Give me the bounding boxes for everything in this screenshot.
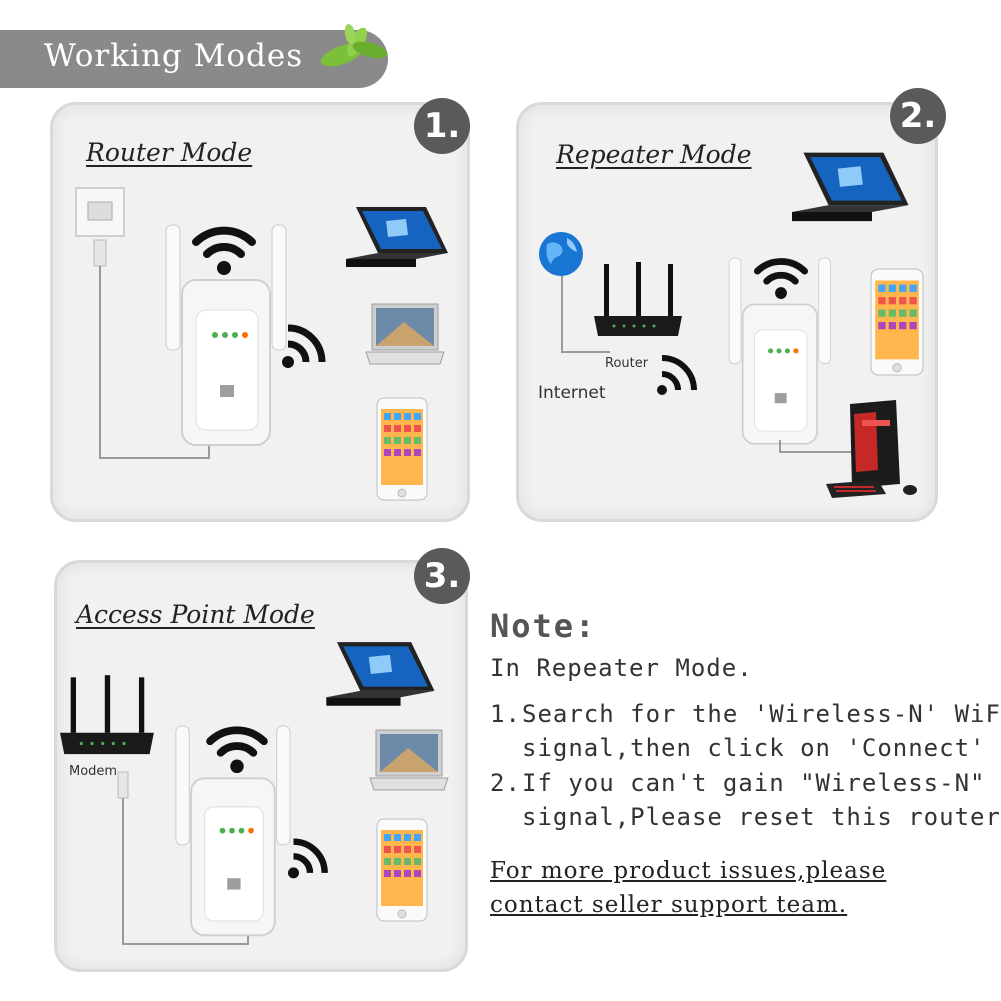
convertible-laptop-icon <box>326 642 435 706</box>
ethernet-cable <box>779 440 856 453</box>
wifi-signal-router-icon <box>657 355 697 395</box>
leaf-icon <box>321 24 388 67</box>
support-text-line1: For more product issues,please <box>490 858 887 884</box>
modem-label: Modem <box>69 764 118 779</box>
note-item-2-line2: signal,Please reset this router <box>522 803 1001 830</box>
range-extender-device <box>175 725 291 937</box>
mode-number-badge-1: 1. <box>414 98 470 154</box>
note-item-2-marker: 2. <box>490 769 521 797</box>
repeater-mode-title: Repeater Mode <box>556 140 752 169</box>
convertible-laptop-icon <box>346 207 448 267</box>
header-title: Working Modes <box>44 38 304 74</box>
laptop-icon <box>369 729 449 791</box>
internet-connection-line <box>561 276 610 353</box>
router-device <box>594 262 682 336</box>
wifi-signal-icon <box>754 258 808 299</box>
smartphone-icon <box>376 397 428 501</box>
note-list: 1. Search for the 'Wireless-N' WiFi sign… <box>485 690 1001 830</box>
access-point-mode-title: Access Point Mode <box>76 600 315 629</box>
support-text-line2: contact seller support team. <box>490 892 848 918</box>
convertible-laptop-icon <box>792 152 909 222</box>
smartphone-icon <box>376 818 428 922</box>
wifi-signal-side-icon <box>282 324 326 368</box>
globe-icon <box>539 232 583 276</box>
modem-device <box>60 675 154 755</box>
range-extender-device <box>165 224 287 446</box>
router-mode-title: Router Mode <box>86 138 253 167</box>
wifi-signal-icon <box>206 726 268 774</box>
note-title: Note: <box>490 607 597 645</box>
note-item-2-line1: If you can't gain "Wireless-N" <box>522 769 986 797</box>
mode-number-badge-3: 3. <box>414 548 470 604</box>
smartphone-icon <box>870 268 924 376</box>
desktop-pc-icon <box>826 400 917 498</box>
note-item-1-marker: 1. <box>490 700 521 728</box>
note-item-1-line2: signal,then click on 'Connect' <box>522 734 986 762</box>
mode-number-badge-2: 2. <box>890 88 946 144</box>
wifi-signal-icon <box>192 226 256 275</box>
note-intro: In Repeater Mode. <box>490 654 753 682</box>
wifi-signal-side-icon <box>288 838 328 879</box>
laptop-icon <box>365 303 445 365</box>
router-label: Router <box>605 356 649 371</box>
internet-label: Internet <box>538 383 606 403</box>
range-extender-device <box>728 257 831 445</box>
note-item-1-line1: Search for the 'Wireless-N' WiFi <box>522 700 1001 728</box>
